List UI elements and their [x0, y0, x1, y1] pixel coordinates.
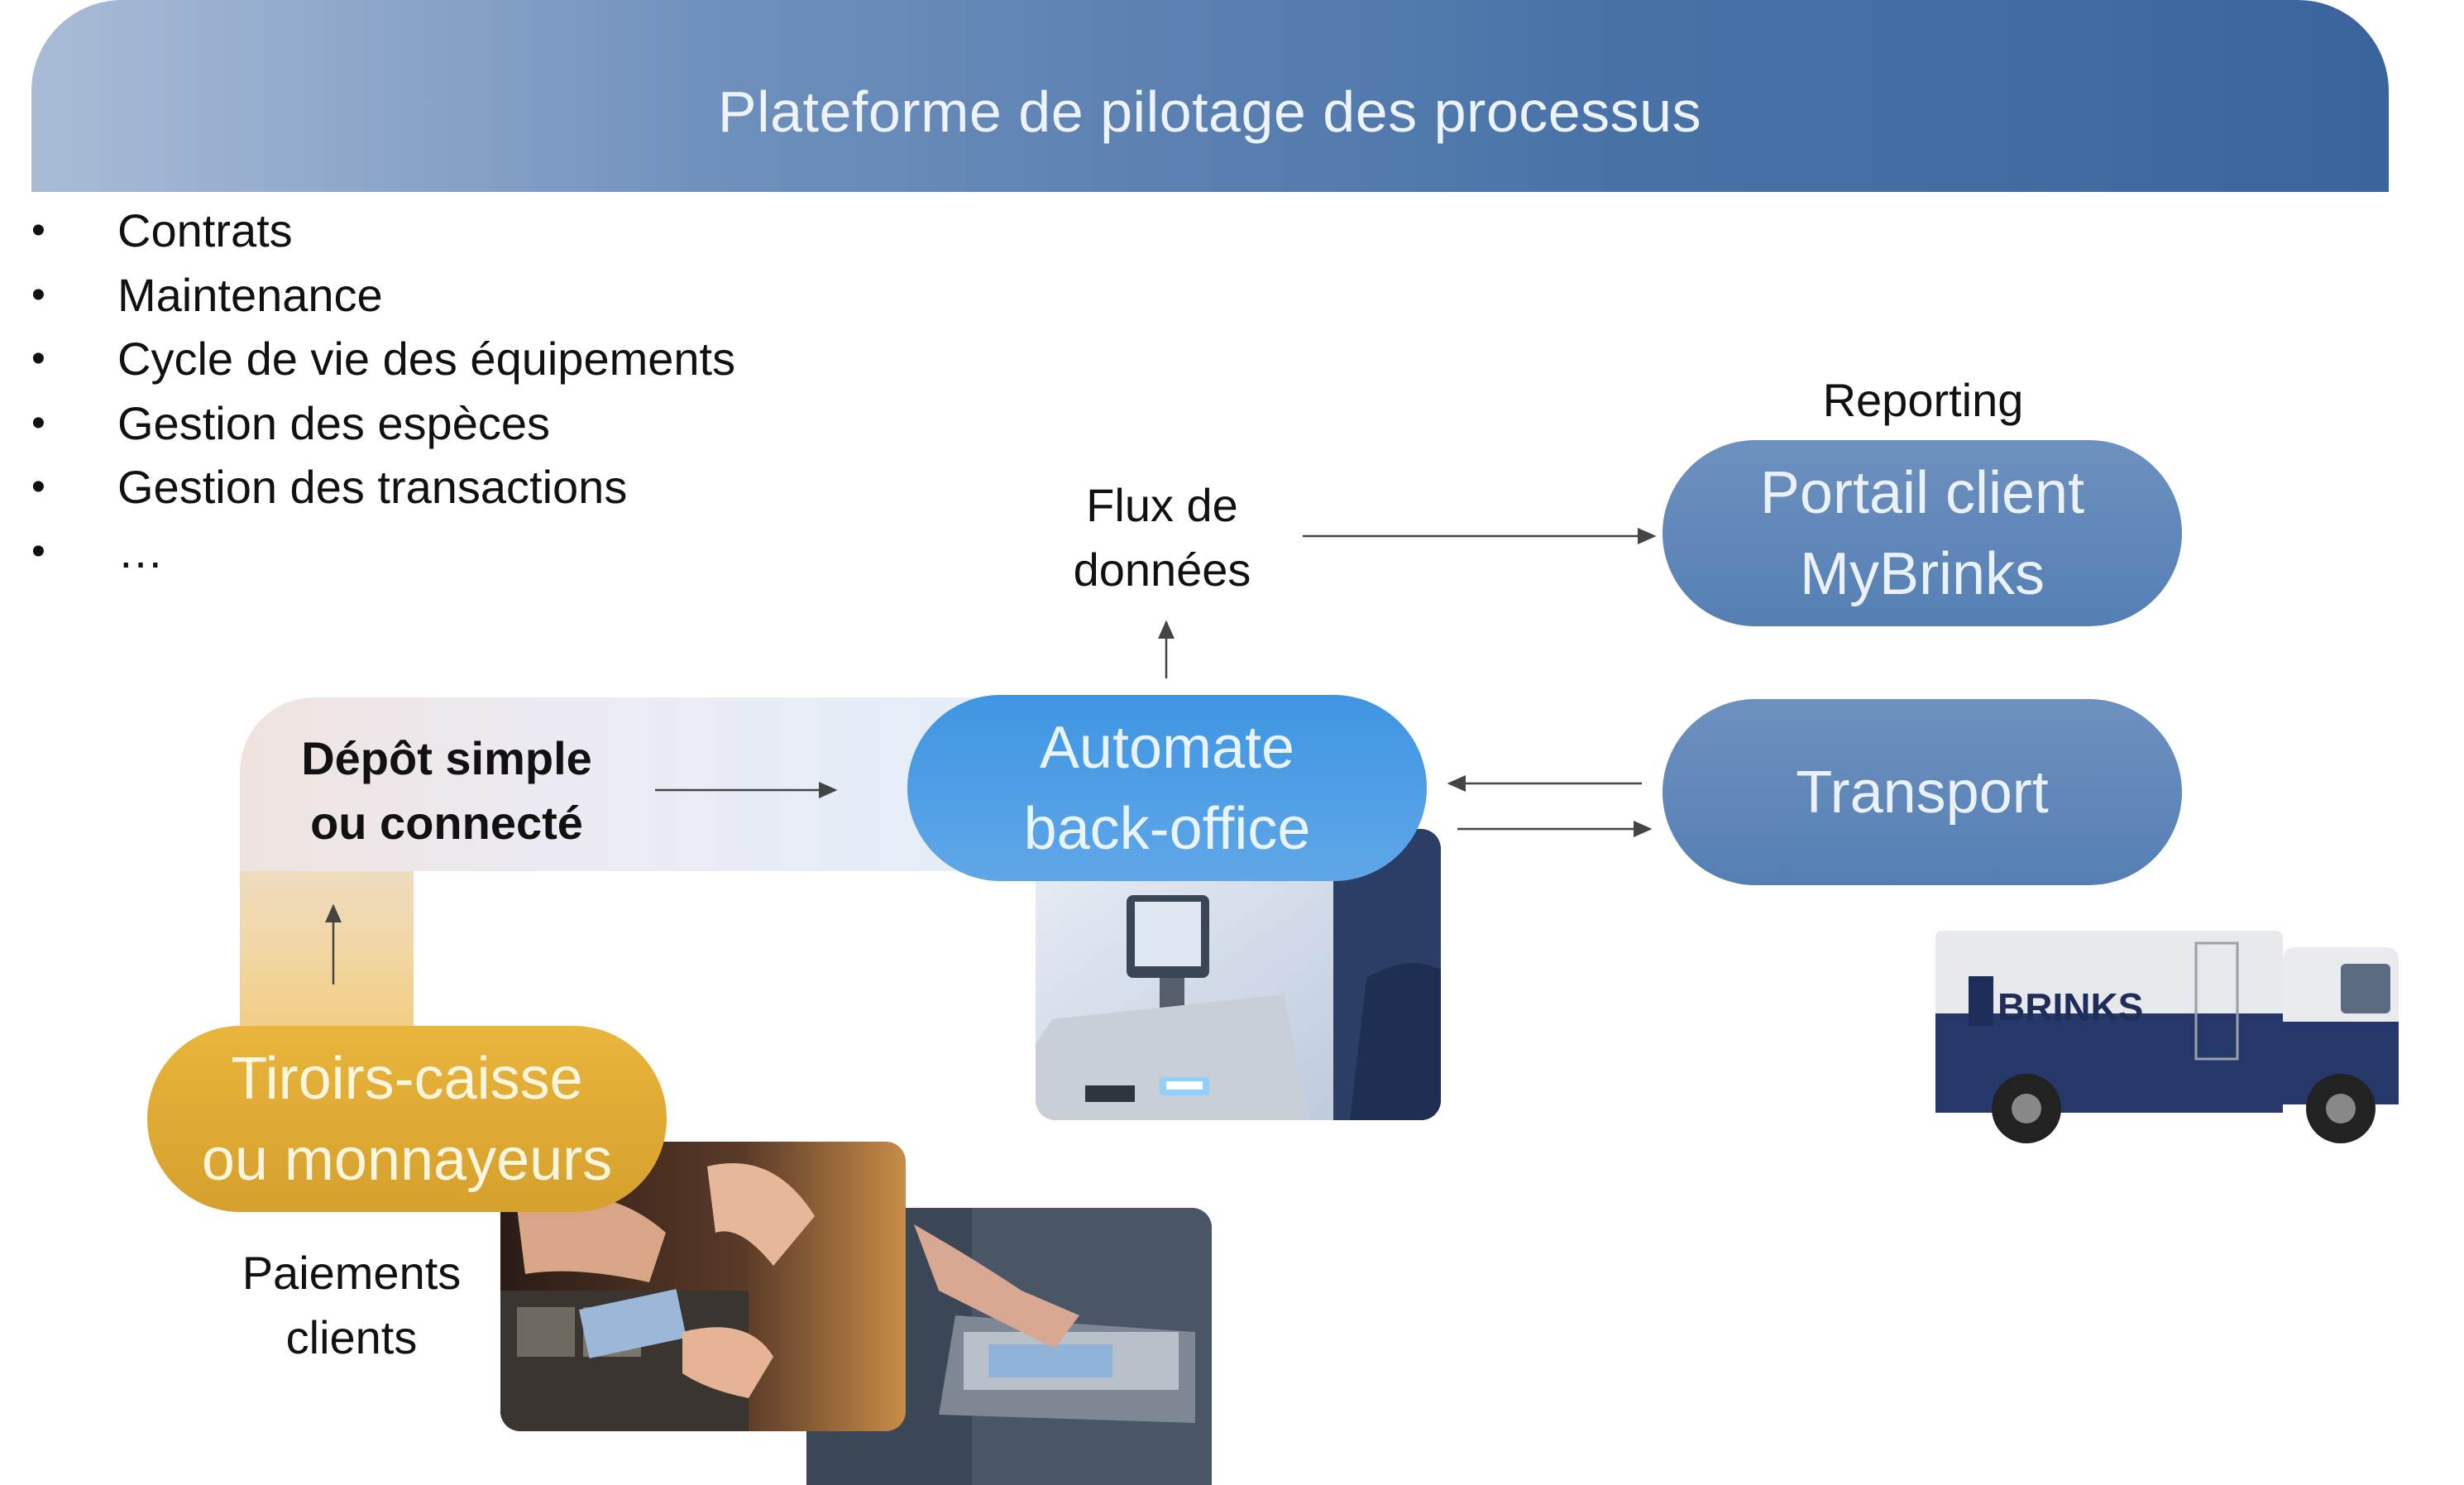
transport-node: Transport: [1663, 699, 2182, 885]
list-item: Cycle de vie des équipements: [31, 327, 735, 391]
list-item: Contrats: [31, 199, 735, 263]
tiroirs-caisse-node: Tiroirs-caisse ou monnayeurs: [147, 1026, 667, 1212]
pill-label: Portail client: [1759, 459, 2085, 526]
pill-label: back-office: [1023, 795, 1311, 862]
automate-back-office-node: Automate back-office: [907, 695, 1427, 881]
list-item: …: [31, 520, 735, 584]
pill-label: Transport: [1796, 759, 2049, 826]
truck-brand-text: BRINKS: [1998, 985, 2143, 1028]
reporting-label: Reporting: [1822, 374, 2024, 426]
list-item: Gestion des transactions: [31, 455, 735, 520]
pill-label: MyBrinks: [1799, 540, 2045, 607]
pill-label: ou monnayeurs: [201, 1126, 613, 1193]
pill-label: Automate: [1039, 714, 1295, 781]
page-title: Plateforme de pilotage des processus: [717, 79, 1702, 144]
pill-label: Tiroirs-caisse: [231, 1045, 583, 1112]
bullet-list: Contrats Maintenance Cycle de vie des éq…: [31, 199, 735, 583]
armored-truck-photo: BRINKS: [1919, 898, 2432, 1150]
cash-drawer-photo: [500, 1142, 906, 1431]
list-item: Maintenance: [31, 263, 735, 328]
flow-band-horizontal: [240, 697, 984, 871]
header-banner: [31, 0, 2389, 192]
list-item: Gestion des espèces: [31, 391, 735, 456]
